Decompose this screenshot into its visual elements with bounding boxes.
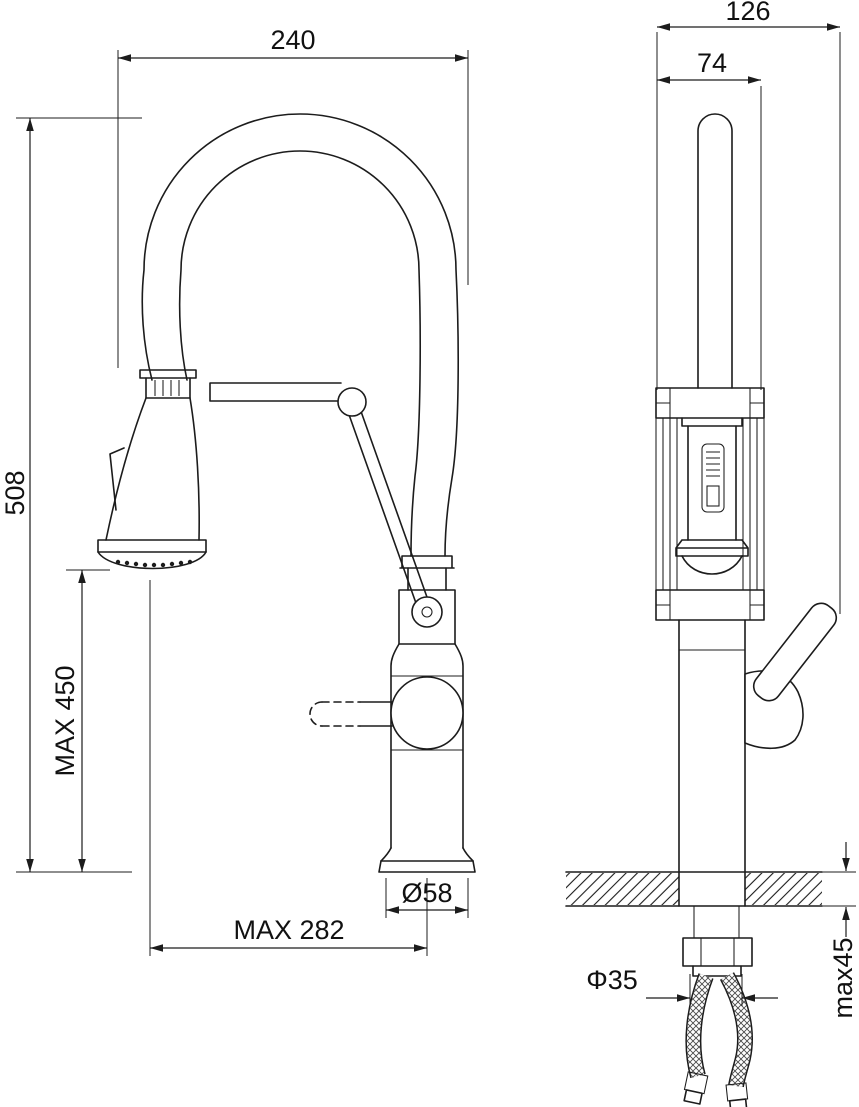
- dim-spout-max-height: MAX 450: [50, 569, 110, 872]
- diverter-detail: [701, 443, 725, 513]
- dimensions: 240 508 MAX 450 Ø58 MAX 282: [0, 0, 858, 1019]
- side-top-bracket: [655, 387, 765, 427]
- side-guide-rods: [655, 418, 765, 590]
- hose-left: [686, 973, 713, 1078]
- spray-trigger: [109, 447, 125, 511]
- swivel-arm: [209, 382, 443, 628]
- countertop-hatch-left: [566, 873, 679, 905]
- faucet-body-front: [378, 555, 476, 873]
- handle-ball: [390, 676, 464, 750]
- side-column: [678, 619, 746, 907]
- mounting-hardware: [682, 905, 753, 977]
- threaded-shank: [693, 905, 740, 939]
- spray-holes: [115, 559, 193, 568]
- dim-side-depth: 126: [656, 0, 841, 614]
- arm-lower-pivot: [411, 596, 443, 628]
- handle-side: [744, 602, 838, 750]
- dim-front-width: 240: [117, 25, 469, 368]
- countertop: [565, 871, 823, 907]
- handle-front: [309, 676, 464, 750]
- dim-deck-thickness-label: max45: [828, 937, 858, 1018]
- hose-end-right: [725, 1082, 749, 1107]
- side-center-body: [675, 425, 749, 575]
- side-lower-bracket: [655, 589, 765, 621]
- dim-side-depth-label: 126: [725, 0, 770, 26]
- hose-right: [721, 972, 752, 1088]
- handle-lever-dashed: [321, 701, 361, 727]
- spray-head: [97, 369, 207, 570]
- dim-max-reach-label: MAX 282: [233, 915, 344, 945]
- spout-arc-outer: [141, 113, 459, 557]
- dim-spout-max-height-label: MAX 450: [50, 665, 80, 776]
- dim-hole-diameter: Φ35: [586, 965, 778, 1006]
- dim-spout-depth: 74: [657, 48, 762, 390]
- side-spout: [697, 113, 733, 389]
- dim-overall-height-label: 508: [0, 470, 30, 515]
- hose-end-left: [683, 1071, 709, 1105]
- dim-front-width-label: 240: [270, 25, 315, 55]
- handle-lever-solid: [359, 701, 393, 727]
- front-view: [97, 113, 476, 873]
- supply-hoses: [683, 972, 753, 1107]
- side-view: [565, 113, 838, 1107]
- dim-overall-height: 508: [0, 117, 142, 873]
- dim-deck-thickness: max45: [822, 842, 858, 1019]
- spout-arc-inner: [178, 150, 421, 557]
- dim-spout-depth-label: 74: [697, 48, 727, 78]
- dim-max-reach: MAX 282: [149, 580, 428, 956]
- arm-pivot-ball: [337, 387, 367, 417]
- dim-hole-diameter-label: Φ35: [586, 965, 638, 995]
- handle-lever-side: [752, 602, 838, 702]
- countertop-hatch-right: [745, 873, 822, 905]
